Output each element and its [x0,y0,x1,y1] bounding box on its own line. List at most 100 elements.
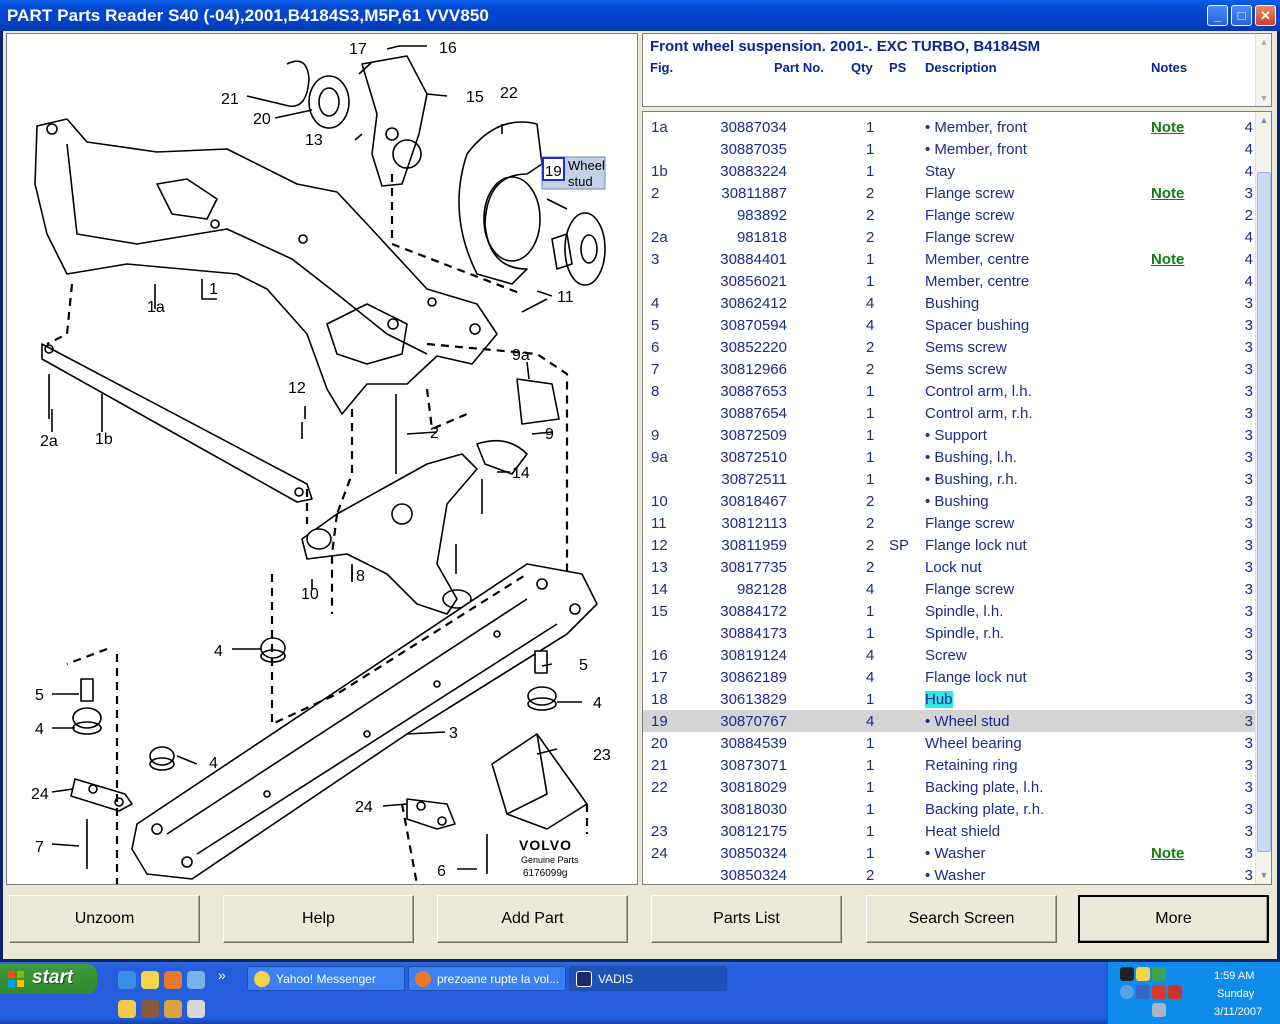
callout-12[interactable]: 12 [288,380,306,397]
callout-20[interactable]: 20 [253,111,271,128]
callout-11[interactable]: 11 [557,289,574,306]
scroll-down-icon[interactable]: ▼ [1259,93,1269,103]
scroll-thumb[interactable] [1257,172,1271,852]
callout-9[interactable]: 9 [545,426,554,443]
close-icon[interactable]: ✕ [1255,5,1276,26]
maximize-icon[interactable]: □ [1231,5,1252,26]
callout-2[interactable]: 2 [430,425,439,442]
callout-4[interactable]: 4 [593,695,602,712]
note-link[interactable]: Note [1151,845,1185,862]
note-link[interactable]: Note [1151,251,1185,268]
note-link[interactable]: Note [1151,185,1185,202]
header-scrollbar[interactable]: ▲ ▼ [1255,34,1271,106]
parts-list-button[interactable]: Parts List [651,895,842,943]
media-icon[interactable] [141,1000,159,1018]
callout-1[interactable]: 1 [209,281,218,298]
tray-monitor-icon[interactable] [1136,985,1150,999]
quicklaunch-more-icon[interactable]: » [218,967,226,983]
callout-6[interactable]: 6 [437,863,446,880]
exploded-diagram[interactable]: 17 16 21 20 15 22 13 1 1a 11 9a 12 2a 1b… [6,33,638,885]
callout-24[interactable]: 24 [31,786,49,803]
tools-icon[interactable] [164,1000,182,1018]
callout-4[interactable]: 4 [35,721,44,738]
start-button[interactable]: start [0,964,97,994]
unzoom-button[interactable]: Unzoom [9,895,200,943]
callout-16[interactable]: 16 [439,40,457,57]
scroll-down-icon[interactable]: ▼ [1259,870,1269,880]
callout-10[interactable]: 10 [301,586,319,603]
tray-network-icon[interactable] [1152,967,1166,981]
callout-9a[interactable]: 9a [512,347,530,364]
tray-messenger-icon[interactable] [1136,967,1150,981]
tray-app-icon[interactable] [1120,967,1134,981]
ie-icon[interactable] [118,971,136,989]
tray-alert-icon[interactable] [1168,985,1182,999]
callout-21[interactable]: 21 [221,91,239,108]
add-part-button[interactable]: Add Part [437,895,628,943]
search-screen-button[interactable]: Search Screen [866,895,1057,943]
callout-4[interactable]: 4 [214,643,223,660]
task-firefox[interactable]: prezoane rupte la vol... [408,966,566,991]
callout-5[interactable]: 5 [579,657,588,674]
scroll-up-icon[interactable]: ▲ [1259,37,1269,47]
tray-back-icon[interactable] [1120,985,1134,999]
callout-14[interactable]: 14 [512,465,530,482]
more-button[interactable]: More [1078,895,1269,943]
smiley-icon[interactable] [118,1000,136,1018]
tray-antivirus-icon[interactable] [1152,985,1166,999]
callout-3[interactable]: 3 [449,725,458,742]
tray-printer-icon[interactable] [1152,1003,1166,1017]
parts-list-scrollbar[interactable]: ▲ ▼ [1255,112,1271,884]
callout-5[interactable]: 5 [35,687,44,704]
callout-24[interactable]: 24 [355,799,373,816]
callout-22[interactable]: 22 [500,85,518,102]
task-vadis[interactable]: VADIS [569,966,727,991]
r-app-icon[interactable] [187,1000,205,1018]
callout-7[interactable]: 7 [35,839,44,856]
callout-1a[interactable]: 1a [147,299,165,316]
callout-4[interactable]: 4 [209,755,218,772]
firefox-icon[interactable] [164,971,182,989]
callout-23[interactable]: 23 [593,747,611,764]
help-button[interactable]: Help [223,895,414,943]
scroll-up-icon[interactable]: ▲ [1259,115,1269,125]
callout-2a[interactable]: 2a [40,433,58,450]
callout-8[interactable]: 8 [356,568,365,585]
callout-1b[interactable]: 1b [95,431,113,448]
callout-17[interactable]: 17 [349,41,367,58]
messenger-icon[interactable] [141,971,159,989]
desktop-icon[interactable] [187,971,205,989]
task-yahoo-messenger[interactable]: Yahoo! Messenger [247,966,405,991]
